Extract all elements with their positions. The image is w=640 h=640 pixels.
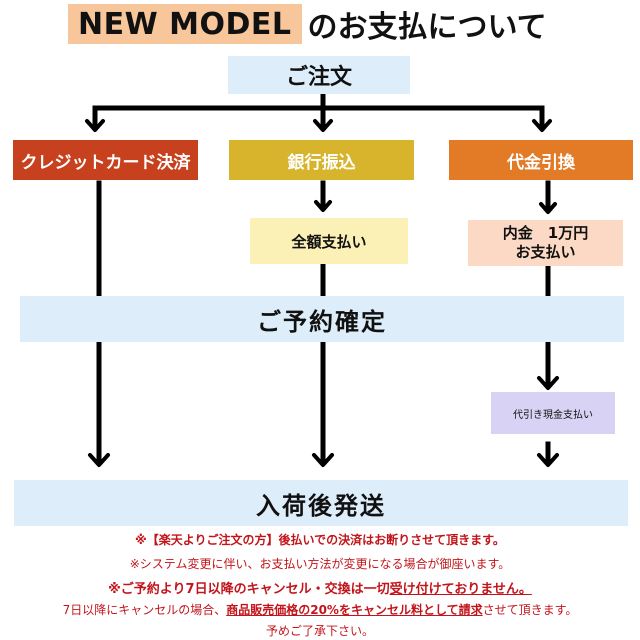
- deposit-payment-box: 内金 1万円 お支払い: [468, 220, 623, 266]
- ship-after-arrival-box: 入荷後発送: [14, 480, 628, 526]
- arrow-head-cash: [537, 376, 559, 390]
- arrow-head-credit-arrival: [88, 453, 110, 467]
- note-fee-lead: 7日以降にキャンセルの場合、: [62, 603, 227, 617]
- note-cancel-emphasis: 受け付けておりません。: [389, 582, 532, 597]
- note-fee-tail: させて頂きます。: [482, 603, 578, 617]
- deposit-line-2: お支払い: [515, 243, 576, 261]
- arrow-head-deposit: [539, 202, 557, 214]
- model-badge: NEW MODEL: [68, 4, 302, 44]
- full-payment-box: 全額支払い: [250, 218, 408, 264]
- deposit-line-1: 内金 1万円: [502, 224, 589, 242]
- note-cancel-fee: 7日以降にキャンセルの場合、商品販売価格の20%をキャンセル料として請求させて頂…: [0, 601, 640, 618]
- cod-cash-payment-box: 代引き現金支払い: [491, 392, 615, 434]
- note-rakuten-text: ※【楽天よりご注文の方】後払いでの決済: [135, 533, 363, 547]
- arrow-head-bank: [313, 119, 333, 132]
- note-rakuten: ※【楽天よりご注文の方】後払いでの決済はお断りさせて頂きます。: [0, 531, 640, 548]
- note-system-change: ※システム変更に伴い、お支払い方法が変更になる場合が御座います。: [129, 557, 511, 571]
- bank-transfer-box: 銀行振込: [229, 140, 414, 180]
- arrow-head-credit: [85, 119, 105, 132]
- note-fee-emphasis: 商品販売価格の20%をキャンセル料として請求: [226, 603, 483, 617]
- reservation-confirmed-box: ご予約確定: [20, 296, 624, 342]
- order-box: ご注文: [228, 56, 410, 94]
- credit-card-box: クレジットカード決済: [13, 140, 198, 180]
- arrow-head-cod-arrival: [537, 453, 559, 467]
- note-rakuten-rest: はお断りさせて頂きます。: [362, 533, 505, 547]
- note-cancel-policy: ※ご予約より7日以降のキャンセル・交換は一切受け付けておりません。: [0, 578, 640, 597]
- arrow-head-cod: [532, 119, 552, 132]
- note-acknowledge: 予めご了承下さい。: [265, 624, 374, 638]
- page-title: NEW MODEL のお支払について: [68, 4, 547, 45]
- note-cancel-text: ※ご予約より7日以降のキャンセル・交換は一切: [108, 582, 390, 597]
- title-text: のお支払について: [307, 10, 547, 45]
- arrow-head-full: [314, 200, 332, 212]
- arrow-head-bank-arrival: [312, 453, 334, 467]
- cash-on-delivery-box: 代金引換: [449, 140, 633, 180]
